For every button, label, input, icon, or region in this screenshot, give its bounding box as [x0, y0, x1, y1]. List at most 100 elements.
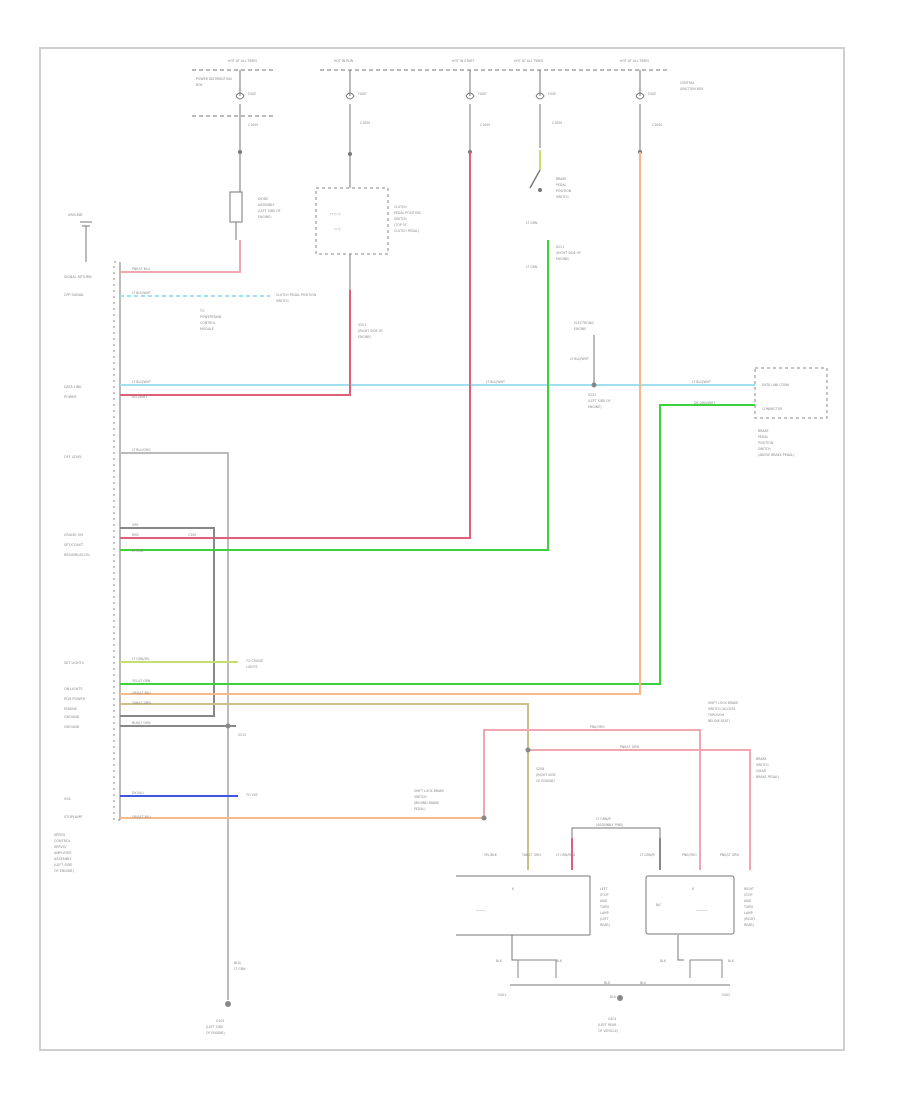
svg-text:LT BLU/WHT: LT BLU/WHT: [132, 291, 151, 295]
svg-text:CLUTCH PEDAL): CLUTCH PEDAL): [394, 229, 419, 233]
svg-text:B/C: B/C: [656, 903, 662, 907]
svg-text:SWITCH: SWITCH: [756, 763, 769, 767]
svg-text:DIODE: DIODE: [258, 197, 268, 201]
svg-text:GROUND: GROUND: [68, 213, 83, 217]
svg-text:BLK: BLK: [496, 959, 503, 963]
wire-tan-set-coast: [120, 527, 215, 717]
svg-text:TO VSS: TO VSS: [245, 793, 258, 797]
svg-text:S215: S215: [238, 733, 246, 737]
svg-text:SWITCH: SWITCH: [276, 299, 289, 303]
svg-text:(ASSEMBLY PINS): (ASSEMBLY PINS): [596, 823, 623, 827]
svg-text:FUSE: FUSE: [358, 92, 366, 96]
wire-red-power: [120, 290, 351, 396]
svg-text:POWER: POWER: [64, 395, 77, 399]
fuses: FUSE FUSE FUSE FUSE FUSE: [235, 70, 656, 100]
svg-text:ASSEMBLY: ASSEMBLY: [54, 857, 72, 861]
svg-text:(LEFT SIDE OF: (LEFT SIDE OF: [588, 399, 611, 403]
svg-text:RIGHT: RIGHT: [744, 887, 754, 891]
svg-text:○ ○ ○: ○ ○ ○: [330, 212, 341, 216]
svg-text:YEL/BLK: YEL/BLK: [484, 853, 498, 857]
svg-text:OFF LEVEL: OFF LEVEL: [64, 455, 82, 459]
svg-text:CONTROL: CONTROL: [200, 321, 216, 325]
svg-text:S402: S402: [722, 993, 730, 997]
svg-text:ENGINE): ENGINE): [556, 257, 569, 261]
svg-text:AMPLIFIER: AMPLIFIER: [54, 851, 72, 855]
fuse-feeds: C1000 C1000 C1000 C1000 C1000: [238, 104, 662, 156]
svg-text:AND: AND: [744, 899, 752, 903]
svg-text:─────: ─────: [475, 909, 486, 913]
svg-text:SHIFT LOCK BRAKE: SHIFT LOCK BRAKE: [708, 701, 738, 705]
svg-text:SET/COAST: SET/COAST: [64, 543, 84, 547]
svg-text:ASSEMBLY: ASSEMBLY: [258, 203, 275, 207]
svg-text:C1000: C1000: [248, 123, 258, 127]
svg-text:PNK/LT GRN: PNK/LT GRN: [720, 853, 739, 857]
wire-pink-signal-return: [120, 240, 241, 273]
svg-text:BLK: BLK: [728, 959, 735, 963]
svg-text:DK GRN/WHT: DK GRN/WHT: [694, 401, 715, 405]
svg-text:ENGINE): ENGINE): [258, 215, 271, 219]
module-pin-labels: SIGNAL RETURN CPP SIGNAL DATA LINK POWER…: [54, 275, 92, 873]
fuse-5: FUSE: [635, 70, 656, 100]
svg-text:(RIGHT: (RIGHT: [744, 917, 755, 921]
svg-text:POSITION: POSITION: [758, 441, 774, 445]
svg-text:PEDAL): PEDAL): [414, 807, 426, 811]
svg-text:BLK: BLK: [610, 995, 617, 999]
svg-text:LT GRN: LT GRN: [132, 549, 144, 553]
svg-text:YEL/LT GRN: YEL/LT GRN: [132, 679, 151, 683]
svg-text:BLK: BLK: [556, 959, 563, 963]
svg-text:(ABOVE BRAKE PEDAL): (ABOVE BRAKE PEDAL): [758, 453, 794, 457]
svg-text:SWITCH: SWITCH: [556, 195, 569, 199]
svg-text:ORG/LT BLU: ORG/LT BLU: [132, 691, 151, 695]
svg-text:GRY: GRY: [132, 523, 138, 527]
svg-text:LT GRN/R: LT GRN/R: [640, 853, 655, 857]
svg-text:SWITCH: SWITCH: [394, 217, 407, 221]
svg-text:ELECTRONIC: ELECTRONIC: [574, 321, 595, 325]
svg-text:GROUND: GROUND: [64, 715, 80, 719]
svg-text:FUSE: FUSE: [648, 92, 656, 96]
svg-text:LT GRN: LT GRN: [234, 967, 246, 971]
ground-symbol-top: GROUND: [68, 213, 92, 262]
svg-text:TURN: TURN: [743, 905, 753, 909]
ignition-switch: ○ ○ ○ ○ ○ CLUTCH PEDAL POSITION SWITCH (…: [315, 156, 421, 290]
svg-text:VSS: VSS: [64, 797, 71, 801]
svg-text:ENGINE: ENGINE: [574, 327, 586, 331]
power-source-labels: HOT AT ALL TIMES HOT IN RUN HOT IN START…: [192, 59, 704, 117]
svg-text:(LEFT REAR: (LEFT REAR: [598, 1023, 617, 1027]
svg-text:(BEHIND BRAKE: (BEHIND BRAKE: [414, 801, 439, 805]
svg-text:LEFT: LEFT: [600, 887, 608, 891]
svg-text:S401: S401: [498, 993, 506, 997]
wire-green-on-lights: [120, 404, 755, 685]
svg-text:REAR): REAR): [744, 923, 754, 927]
svg-text:PNK/LT BLU: PNK/LT BLU: [132, 267, 151, 271]
svg-text:FUSE: FUSE: [548, 92, 556, 96]
right-stoplamp-assembly: B/C K ────── RIGHT STOP AND TURN LAMP (R…: [640, 853, 755, 935]
svg-text:SWITCH: SWITCH: [758, 447, 771, 451]
svg-text:PNK/ORG: PNK/ORG: [590, 725, 605, 729]
data-link-connector: [754, 367, 828, 419]
lamp-ground-returns: BLK BLK BLK BLK S401 S402 BLK BLK BLK G4…: [496, 935, 735, 1033]
svg-text:○ ○: ○ ○: [334, 227, 341, 231]
svg-text:LT BLU/WHT: LT BLU/WHT: [570, 357, 589, 361]
svg-text:(RIGHT SIDE: (RIGHT SIDE: [536, 773, 556, 777]
svg-text:DATA LINK CONN: DATA LINK CONN: [762, 383, 790, 387]
diagram-border: [39, 47, 845, 1051]
fuse-1: FUSE: [235, 70, 256, 100]
svg-text:HOT IN START: HOT IN START: [452, 59, 474, 63]
svg-text:LT BLU/WHT: LT BLU/WHT: [692, 380, 711, 384]
svg-text:K: K: [512, 887, 515, 891]
fuse-2: FUSE: [345, 70, 366, 100]
svg-text:PCM POWER: PCM POWER: [64, 697, 86, 701]
svg-text:MODULE: MODULE: [200, 327, 214, 331]
wire-orange-pcm: [120, 152, 641, 695]
svg-text:RESUME/ACCEL: RESUME/ACCEL: [64, 553, 90, 557]
svg-text:OF ENGINE): OF ENGINE): [206, 1031, 225, 1035]
control-module: [113, 261, 121, 821]
brake-light-switch-bracket: LT GRN/R (ASSEMBLY PINS): [571, 817, 661, 870]
svg-text:PNK/LT GRN: PNK/LT GRN: [620, 745, 639, 749]
svg-text:HOT AT ALL TIMES: HOT AT ALL TIMES: [514, 59, 543, 63]
svg-text:C1000: C1000: [480, 123, 490, 127]
svg-text:TO CRUISE: TO CRUISE: [245, 659, 263, 663]
svg-text:S208: S208: [536, 767, 544, 771]
svg-text:PEDAL: PEDAL: [758, 435, 769, 439]
svg-text:LT BLU/WHT: LT BLU/WHT: [486, 380, 505, 384]
